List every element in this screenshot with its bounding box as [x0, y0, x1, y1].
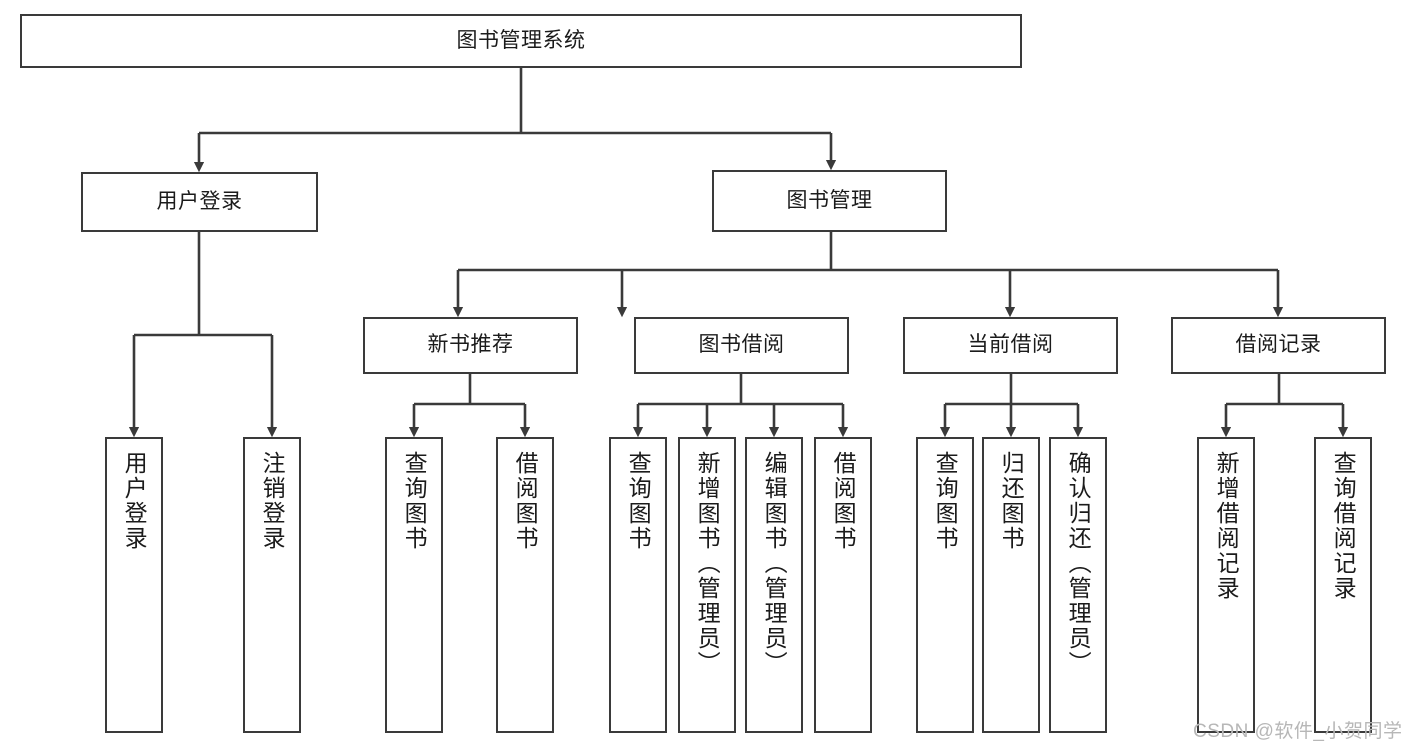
node-book-mgmt[interactable]: 图书管理	[712, 170, 947, 232]
node-leaf-add-record[interactable]: 新增借阅记录	[1197, 437, 1255, 733]
watermark: CSDN @软件_小贺同学	[1193, 721, 1403, 742]
node-book-mgmt-label: 图书管理	[786, 188, 873, 212]
node-leaf-edit-book-label: 编辑图书（管理员）	[761, 451, 788, 676]
node-borrow-record[interactable]: 借阅记录	[1171, 317, 1386, 374]
node-book-borrow[interactable]: 图书借阅	[634, 317, 849, 374]
node-leaf-query-record-label: 查询借阅记录	[1330, 451, 1357, 601]
node-leaf-borrow-book-1[interactable]: 借阅图书	[496, 437, 554, 733]
node-leaf-query-book-1-label: 查询图书	[401, 451, 428, 551]
node-new-book-rec-label: 新书推荐	[427, 333, 514, 357]
node-leaf-query-book-3-label: 查询图书	[932, 451, 959, 551]
node-leaf-edit-book[interactable]: 编辑图书（管理员）	[745, 437, 803, 733]
node-leaf-borrow-book-1-label: 借阅图书	[512, 451, 539, 551]
node-leaf-return-book-label: 归还图书	[998, 451, 1025, 551]
node-leaf-add-book[interactable]: 新增图书（管理员）	[678, 437, 736, 733]
node-leaf-logout-label: 注销登录	[259, 451, 286, 551]
node-current-borrow-label: 当前借阅	[967, 333, 1054, 357]
node-root-label: 图书管理系统	[456, 28, 586, 52]
node-root[interactable]: 图书管理系统	[20, 14, 1022, 68]
node-leaf-borrow-book-2-label: 借阅图书	[830, 451, 857, 551]
node-leaf-query-record[interactable]: 查询借阅记录	[1314, 437, 1372, 733]
node-new-book-rec[interactable]: 新书推荐	[363, 317, 578, 374]
node-leaf-borrow-book-2[interactable]: 借阅图书	[814, 437, 872, 733]
node-user-login-label: 用户登录	[156, 189, 243, 213]
node-leaf-query-book-2[interactable]: 查询图书	[609, 437, 667, 733]
node-leaf-return-book[interactable]: 归还图书	[982, 437, 1040, 733]
node-leaf-add-book-label: 新增图书（管理员）	[694, 451, 721, 676]
node-user-login[interactable]: 用户登录	[81, 172, 318, 232]
node-leaf-confirm-return-label: 确认归还（管理员）	[1065, 451, 1092, 676]
node-leaf-logout[interactable]: 注销登录	[243, 437, 301, 733]
node-leaf-user-login[interactable]: 用户登录	[105, 437, 163, 733]
node-borrow-record-label: 借阅记录	[1235, 333, 1322, 357]
node-leaf-query-book-1[interactable]: 查询图书	[385, 437, 443, 733]
node-leaf-user-login-label: 用户登录	[121, 451, 148, 551]
node-book-borrow-label: 图书借阅	[698, 333, 785, 357]
node-current-borrow[interactable]: 当前借阅	[903, 317, 1118, 374]
node-leaf-add-record-label: 新增借阅记录	[1213, 451, 1240, 601]
node-leaf-query-book-2-label: 查询图书	[625, 451, 652, 551]
node-leaf-confirm-return[interactable]: 确认归还（管理员）	[1049, 437, 1107, 733]
node-leaf-query-book-3[interactable]: 查询图书	[916, 437, 974, 733]
